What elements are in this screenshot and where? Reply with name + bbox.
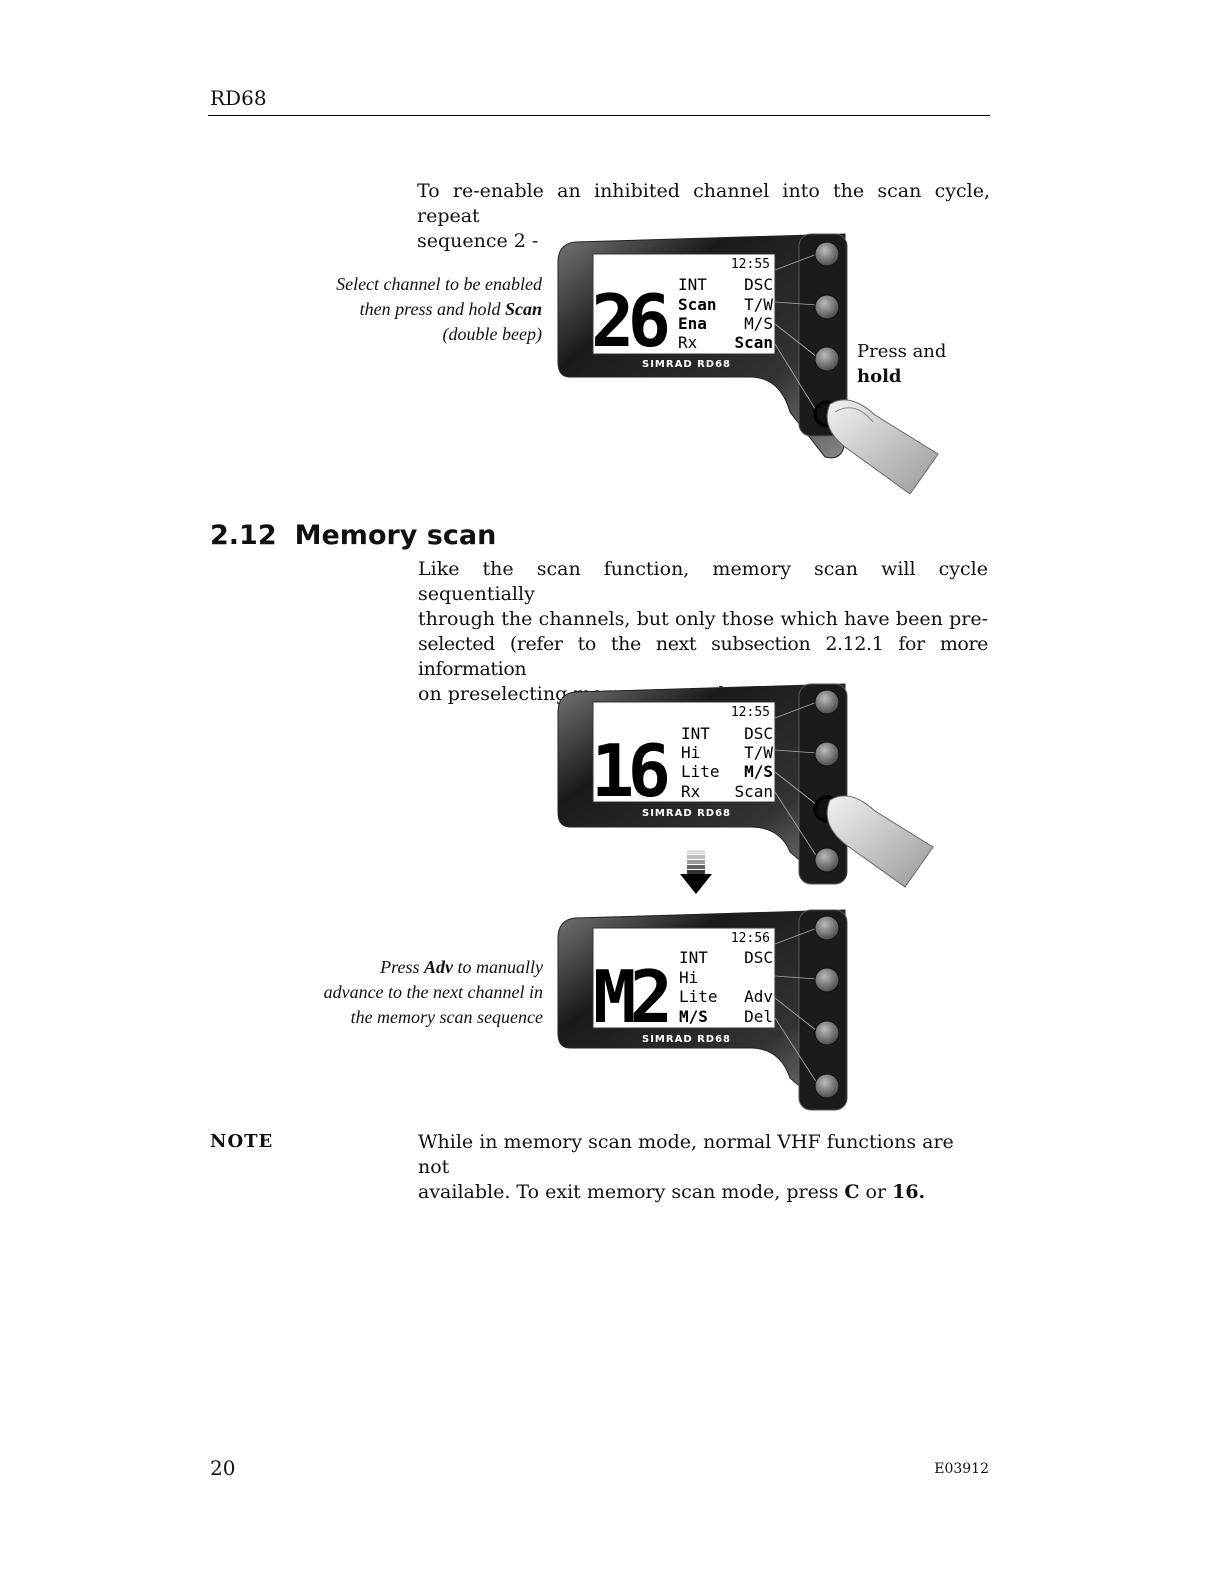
lcd-channel: 26: [591, 279, 671, 363]
press-and-text: Press and: [857, 341, 947, 362]
intro-line-2: sequence 2 -: [417, 230, 539, 252]
lcd-left-1: INT: [681, 724, 710, 743]
section-heading: 2.12 Memory scan: [210, 520, 496, 551]
softkey-1[interactable]: [814, 689, 840, 715]
para-line-3: selected (refer to the next subsection 2…: [418, 633, 988, 680]
lcd-channel: M2: [593, 955, 673, 1039]
caption-text: then press and hold: [359, 299, 505, 319]
lcd-left-3: Lite: [681, 762, 720, 781]
note-line-1: While in memory scan mode, normal VHF fu…: [418, 1131, 954, 1178]
radio-display-figure-2-top: 12:55 16 INT Hi Lite Rx DSC T/W M/S Scan…: [557, 683, 934, 888]
lcd-right-4: Scan: [734, 333, 773, 352]
lcd-right-3: M/S: [744, 762, 773, 781]
figure2-caption-line-3: the memory scan sequence: [350, 1007, 543, 1027]
intro-line-1: To re-enable an inhibited channel into t…: [417, 180, 990, 227]
lcd-screen: [592, 701, 776, 803]
lcd-channel: 16: [591, 729, 671, 813]
note-key-c: C: [844, 1181, 860, 1203]
button-strip: [798, 233, 848, 437]
section-number: 2.12: [210, 520, 277, 551]
hold-text: hold: [857, 366, 902, 387]
header-rule: [208, 115, 990, 116]
para-line-1: Like the scan function, memory scan will…: [418, 558, 988, 605]
note-key-16: 16.: [892, 1181, 926, 1203]
note-line-2: available. To exit memory scan mode, pre…: [418, 1180, 990, 1205]
lcd-right-3: Adv: [744, 987, 773, 1006]
caption-key-scan: Scan: [504, 299, 542, 319]
caption-text: to manually: [453, 957, 544, 977]
intro-paragraph: To re-enable an inhibited channel into t…: [417, 179, 990, 254]
softkey-2[interactable]: [814, 741, 840, 767]
figure2-caption: Press Adv to manually advance to the nex…: [260, 955, 543, 1030]
lcd-time: 12:56: [731, 931, 770, 946]
figure1-caption-line-2: then press and hold Scan: [260, 297, 542, 322]
lcd-screen: [592, 253, 776, 355]
lcd-left-2: Scan: [678, 295, 717, 314]
figure1-caption-line-3: (double beep): [442, 324, 542, 344]
lcd-right-2: T/W: [744, 295, 773, 314]
lcd-left-3: Ena: [678, 314, 707, 333]
lcd-left-1: INT: [679, 948, 708, 967]
para-line-2: through the channels, but only those whi…: [418, 608, 988, 630]
lcd-right-3: M/S: [744, 314, 773, 333]
press-hold-label: Press and hold: [857, 339, 946, 389]
softkey-4[interactable]: [814, 1073, 840, 1099]
page-number: 20: [210, 1456, 236, 1480]
lcd-right-1: DSC: [744, 948, 773, 967]
document-code: E03912: [934, 1461, 989, 1477]
lcd-right-1: DSC: [744, 275, 773, 294]
running-header: RD68: [210, 86, 267, 110]
figure1-caption-line-1: Select channel to be enabled: [336, 274, 542, 294]
figure2-caption-line-1: Press Adv to manually: [260, 955, 543, 980]
lcd-left-4: M/S: [679, 1007, 708, 1026]
brand-label: SIMRAD RD68: [642, 359, 731, 370]
brand-label: SIMRAD RD68: [642, 1034, 731, 1045]
lcd-left-3: Lite: [679, 987, 718, 1006]
radio-display-figure-2-bottom: 12:56 M2 INT Hi Lite M/S DSC Adv Del SIM…: [557, 909, 848, 1111]
lcd-left-4: Rx: [681, 782, 701, 801]
lcd-right-2: T/W: [744, 743, 773, 762]
section-title: Memory scan: [294, 520, 497, 551]
brand-label: SIMRAD RD68: [642, 808, 731, 819]
note-label: NOTE: [210, 1131, 274, 1152]
softkey-2[interactable]: [814, 294, 840, 320]
figure1-caption: Select channel to be enabled then press …: [260, 272, 542, 347]
lcd-left-2: Hi: [679, 968, 698, 987]
softkey-1[interactable]: [814, 915, 840, 941]
lcd-right-4: Del: [744, 1007, 773, 1026]
caption-key-adv: Adv: [424, 957, 453, 977]
softkey-2[interactable]: [814, 967, 840, 993]
finger-icon: [826, 399, 939, 494]
figure2-caption-line-2: advance to the next channel in: [323, 982, 543, 1002]
caption-text: Press: [380, 957, 424, 977]
lcd-time: 12:55: [731, 705, 770, 720]
lcd-left-2: Hi: [681, 743, 700, 762]
lcd-time: 12:55: [731, 257, 770, 272]
softkey-1[interactable]: [814, 241, 840, 267]
lcd-right-4: Scan: [734, 782, 773, 801]
softkey-3[interactable]: [814, 346, 840, 372]
softkey-3[interactable]: [814, 1020, 840, 1046]
note-paragraph: While in memory scan mode, normal VHF fu…: [418, 1130, 990, 1205]
lcd-left-4: Rx: [678, 333, 698, 352]
lcd-screen: [592, 927, 776, 1029]
finger-icon: [826, 795, 934, 888]
note-text: or: [859, 1181, 893, 1203]
lcd-right-1: DSC: [744, 724, 773, 743]
down-arrow-icon: [680, 850, 712, 894]
softkey-4[interactable]: [814, 847, 840, 873]
radio-display-figure-1: 12:55 26 INT Scan Ena Rx DSC T/W M/S Sca…: [557, 233, 939, 494]
lcd-left-1: INT: [678, 275, 707, 294]
note-text: available. To exit memory scan mode, pre…: [418, 1181, 845, 1203]
